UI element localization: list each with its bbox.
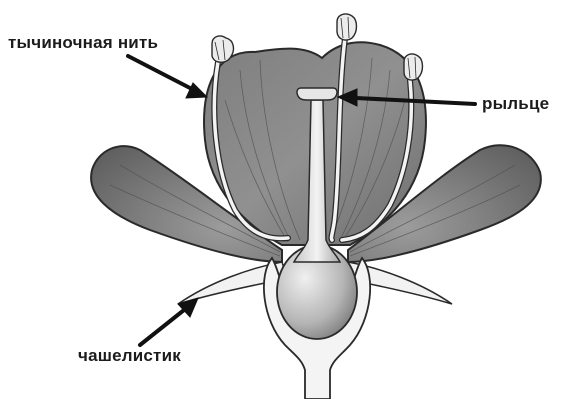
- filament-label: тычиночная нить: [8, 33, 158, 53]
- sepal-arrow: [140, 310, 184, 345]
- filament-arrow: [128, 56, 190, 88]
- stigma-label: рыльце: [482, 94, 549, 114]
- stigma: [297, 88, 337, 100]
- filament-arrow-head: [186, 83, 207, 98]
- sepal-label: чашелистик: [78, 346, 181, 366]
